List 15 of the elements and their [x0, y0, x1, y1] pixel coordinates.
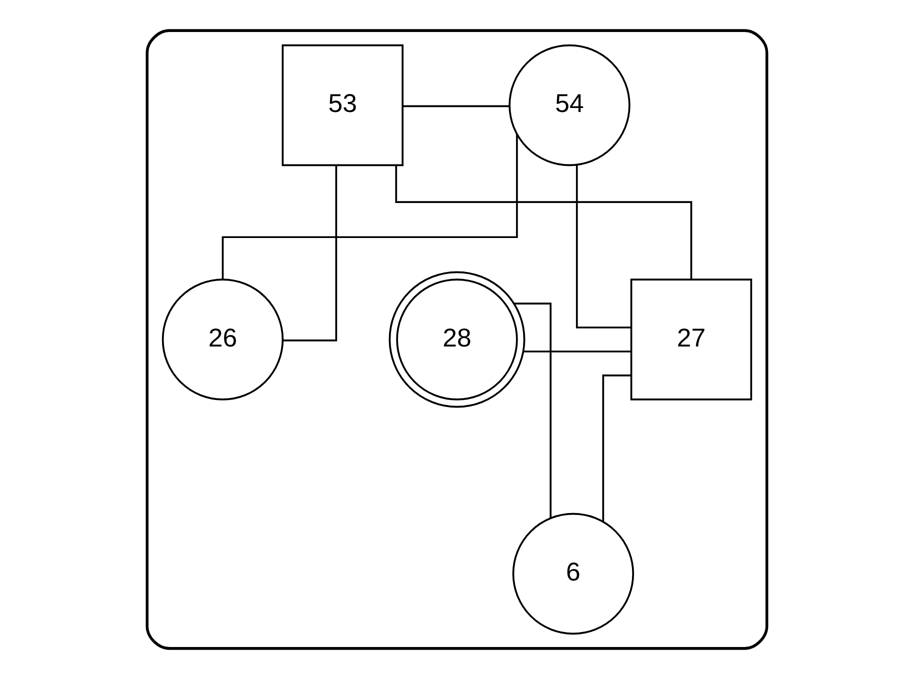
cluster: [146, 29, 768, 650]
node-circle: 28: [388, 271, 526, 408]
connector: [514, 302, 552, 518]
node-circle: 54: [508, 44, 630, 166]
connector: [395, 165, 692, 279]
node-box: 53: [282, 44, 404, 166]
connector: [602, 374, 632, 522]
connector: [222, 134, 518, 280]
connector: [402, 105, 510, 108]
node-box: 27: [630, 278, 752, 400]
connector: [524, 350, 631, 352]
connector: [576, 164, 631, 328]
node-circle: 6: [512, 512, 634, 635]
node-circle: 26: [162, 278, 284, 400]
connector: [282, 165, 338, 342]
